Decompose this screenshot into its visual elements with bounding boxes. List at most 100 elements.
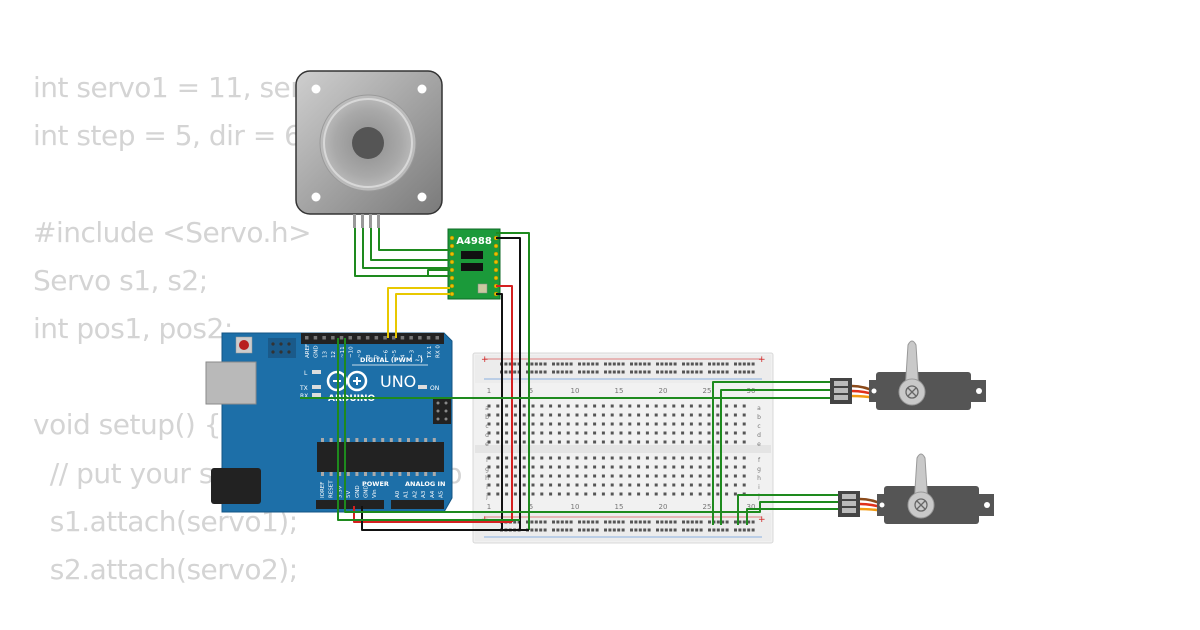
rail-hole[interactable]	[747, 528, 751, 532]
breadboard-hole[interactable]	[505, 492, 509, 496]
rail-hole[interactable]	[716, 520, 720, 524]
breadboard-hole[interactable]	[733, 474, 737, 478]
breadboard-hole[interactable]	[707, 440, 711, 444]
header-pin[interactable]	[392, 336, 396, 340]
rail-hole[interactable]	[664, 370, 668, 374]
servo-motor-2[interactable]	[838, 453, 994, 524]
breadboard-hole[interactable]	[487, 440, 491, 444]
rail-hole[interactable]	[690, 362, 694, 366]
breadboard-hole[interactable]	[689, 422, 693, 426]
rail-hole[interactable]	[612, 362, 616, 366]
rail-hole[interactable]	[699, 370, 703, 374]
header-pin[interactable]	[305, 336, 309, 340]
breadboard-hole[interactable]	[742, 440, 746, 444]
rail-hole[interactable]	[647, 370, 651, 374]
breadboard-hole[interactable]	[496, 483, 500, 487]
rail-hole[interactable]	[552, 370, 555, 374]
breadboard-hole[interactable]	[689, 483, 693, 487]
breadboard-hole[interactable]	[496, 413, 500, 417]
breadboard-hole[interactable]	[593, 465, 597, 469]
breadboard-hole[interactable]	[698, 465, 702, 469]
rail-hole[interactable]	[656, 362, 659, 366]
breadboard-hole[interactable]	[575, 474, 579, 478]
rail-hole[interactable]	[643, 520, 647, 524]
rail-hole[interactable]	[738, 528, 742, 532]
rail-hole[interactable]	[682, 362, 685, 366]
breadboard-hole[interactable]	[610, 465, 614, 469]
breadboard-hole[interactable]	[716, 465, 720, 469]
rail-hole[interactable]	[716, 370, 720, 374]
rail-hole[interactable]	[569, 520, 573, 524]
breadboard-hole[interactable]	[557, 483, 561, 487]
rail-hole[interactable]	[556, 370, 560, 374]
header-pin[interactable]	[331, 336, 335, 340]
breadboard-hole[interactable]	[549, 431, 553, 435]
breadboard-hole[interactable]	[619, 440, 623, 444]
breadboard-hole[interactable]	[487, 404, 491, 408]
breadboard-hole[interactable]	[505, 404, 509, 408]
rail-hole[interactable]	[586, 362, 590, 366]
breadboard-hole[interactable]	[645, 474, 649, 478]
rail-hole[interactable]	[578, 520, 581, 524]
breadboard-hole[interactable]	[593, 404, 597, 408]
breadboard-hole[interactable]	[689, 465, 693, 469]
rail-hole[interactable]	[712, 362, 716, 366]
breadboard-hole[interactable]	[513, 431, 517, 435]
rail-hole[interactable]	[695, 362, 699, 366]
breadboard-hole[interactable]	[540, 456, 544, 460]
breadboard-hole[interactable]	[522, 474, 526, 478]
breadboard-hole[interactable]	[716, 404, 720, 408]
breadboard-hole[interactable]	[663, 413, 667, 417]
breadboard-hole[interactable]	[593, 474, 597, 478]
rail-hole[interactable]	[530, 520, 534, 524]
rail-hole[interactable]	[634, 370, 638, 374]
rail-hole[interactable]	[582, 362, 586, 366]
rail-hole[interactable]	[513, 520, 517, 524]
breadboard-hole[interactable]	[531, 474, 535, 478]
breadboard-hole[interactable]	[496, 431, 500, 435]
breadboard-hole[interactable]	[663, 440, 667, 444]
rail-hole[interactable]	[751, 362, 755, 366]
breadboard-hole[interactable]	[725, 483, 729, 487]
breadboard-hole[interactable]	[610, 456, 614, 460]
rail-hole[interactable]	[608, 520, 612, 524]
rail-hole[interactable]	[539, 520, 543, 524]
rail-hole[interactable]	[591, 370, 595, 374]
rail-hole[interactable]	[699, 520, 703, 524]
rail-hole[interactable]	[656, 370, 659, 374]
breadboard-hole[interactable]	[496, 492, 500, 496]
header-pin[interactable]	[435, 336, 440, 340]
breadboard-hole[interactable]	[557, 404, 561, 408]
breadboard-hole[interactable]	[522, 431, 526, 435]
breadboard-hole[interactable]	[637, 431, 641, 435]
breadboard-hole[interactable]	[531, 483, 535, 487]
breadboard-hole[interactable]	[549, 492, 553, 496]
breadboard-hole[interactable]	[742, 474, 746, 478]
rail-hole[interactable]	[552, 520, 555, 524]
rail-hole[interactable]	[673, 370, 677, 374]
breadboard-hole[interactable]	[707, 483, 711, 487]
rail-hole[interactable]	[664, 528, 668, 532]
breadboard-hole[interactable]	[540, 404, 544, 408]
rail-hole[interactable]	[621, 520, 625, 524]
breadboard-hole[interactable]	[584, 465, 588, 469]
breadboard-hole[interactable]	[575, 465, 579, 469]
breadboard-hole[interactable]	[610, 404, 614, 408]
rail-hole[interactable]	[686, 370, 690, 374]
breadboard-hole[interactable]	[522, 465, 526, 469]
breadboard-hole[interactable]	[637, 483, 641, 487]
breadboard-hole[interactable]	[742, 456, 746, 460]
breadboard-hole[interactable]	[637, 404, 641, 408]
rail-hole[interactable]	[669, 528, 673, 532]
breadboard-hole[interactable]	[645, 456, 649, 460]
rail-hole[interactable]	[712, 370, 716, 374]
rail-hole[interactable]	[543, 362, 547, 366]
breadboard-hole[interactable]	[689, 404, 693, 408]
rail-hole[interactable]	[742, 528, 746, 532]
breadboard-hole[interactable]	[689, 431, 693, 435]
rail-hole[interactable]	[560, 362, 564, 366]
breadboard-hole[interactable]	[566, 483, 570, 487]
breadboard-hole[interactable]	[531, 492, 535, 496]
rail-hole[interactable]	[508, 362, 512, 366]
